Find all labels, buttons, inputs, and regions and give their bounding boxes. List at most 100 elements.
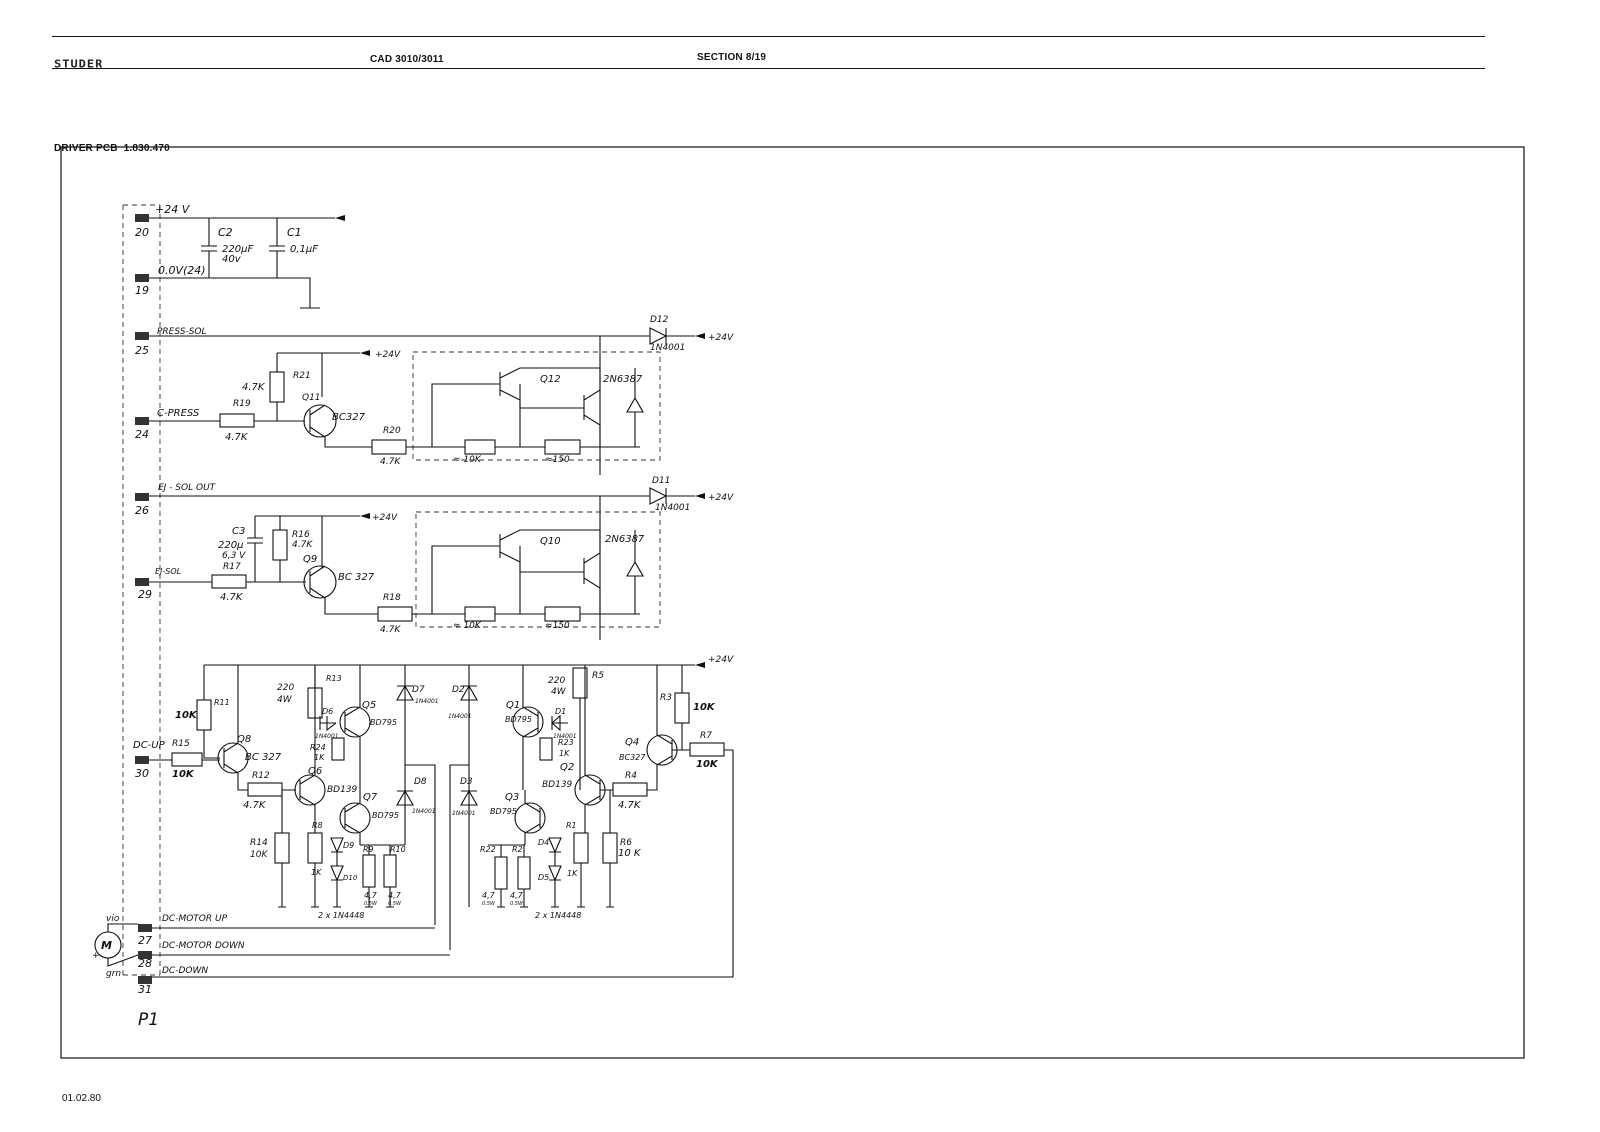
q7-part: BD795 xyxy=(372,811,399,820)
r5-value: 220 xyxy=(548,676,565,686)
r23-value: 1K xyxy=(559,749,570,758)
r7-ref: R7 xyxy=(700,731,712,741)
q11-part: BC327 xyxy=(332,412,366,423)
resistor-r14 xyxy=(274,832,290,864)
r4-value: 4.7K xyxy=(618,800,642,811)
r1-value: 1K xyxy=(567,869,578,878)
transistor-q11 xyxy=(303,404,337,438)
r8-ref: R8 xyxy=(312,821,323,830)
section-number: SECTION 8/19 xyxy=(697,52,767,63)
ej-sol-line xyxy=(149,560,306,583)
q12-internal-r2 xyxy=(544,439,581,455)
footer-date: 01.02.80 xyxy=(62,1093,101,1104)
pin-27 xyxy=(138,924,152,932)
pin-19 xyxy=(135,274,149,282)
d2-ref: D2 xyxy=(452,685,465,695)
q3-part: BD795 xyxy=(490,807,517,816)
d1-part: 1N4001 xyxy=(553,733,577,740)
r7-value: 10K xyxy=(696,759,719,770)
pin-28-num: 28 xyxy=(138,957,152,970)
d1-ref: D1 xyxy=(555,707,566,716)
q9-part: BC 327 xyxy=(338,572,375,583)
board-title: DRIVER PCB 1.830.470 xyxy=(54,143,170,154)
diodes-d9-d10 xyxy=(330,837,344,907)
d9-d10-part: 2 x 1N4448 xyxy=(318,911,364,920)
r23-ref: R23 xyxy=(558,738,574,747)
label-0v: 0.0V(24) xyxy=(158,264,206,277)
r18-value: 4.7K xyxy=(380,625,401,635)
motor-wire-bottom: grn xyxy=(106,969,121,979)
r22-power: 0.5W xyxy=(482,901,496,907)
pin-29-num: 29 xyxy=(138,588,152,601)
press-sol-line xyxy=(149,335,650,475)
resistor-r9 xyxy=(362,854,376,888)
header-bottom-rule xyxy=(52,68,1485,70)
q5-ref: Q5 xyxy=(362,700,376,711)
r16-ref: R16 xyxy=(292,530,310,540)
q8-ref: Q8 xyxy=(237,734,251,745)
r21-ref: R21 xyxy=(293,371,311,381)
connector-pins: 20 19 25 24 26 29 30 27 28 31 xyxy=(135,214,152,996)
svg-text:M: M xyxy=(101,939,112,952)
resistor-r12 xyxy=(247,782,283,797)
q4-part: BC327 xyxy=(619,753,646,762)
q8-part: BC 327 xyxy=(245,752,282,763)
c3-value: 220µ xyxy=(218,540,243,551)
r19-ref: R19 xyxy=(233,399,251,409)
c2-value: 220µF xyxy=(222,244,253,255)
c-press-line xyxy=(149,402,305,422)
resistor-r16 xyxy=(272,529,288,561)
doc-number: CAD 3010/3011 xyxy=(370,54,444,65)
d2-part: 1N4001 xyxy=(448,713,472,720)
diode-d3 xyxy=(460,789,478,806)
r12-value: 4.7K xyxy=(243,800,267,811)
r10-ref: R10 xyxy=(390,845,406,854)
r11-value: 10K xyxy=(175,710,198,721)
pin-28 xyxy=(138,951,152,959)
r4-ref: R4 xyxy=(625,771,637,781)
pin-31 xyxy=(138,976,152,984)
pin-31-num: 31 xyxy=(138,983,152,996)
r8-value: 1K xyxy=(311,868,322,877)
r12-ref: R12 xyxy=(252,771,270,781)
press-bias-rail xyxy=(276,352,360,397)
r13-power: 4W xyxy=(277,695,293,705)
r20-ref: R20 xyxy=(383,426,401,436)
transistor-q6 xyxy=(294,774,326,806)
diode-d7 xyxy=(396,684,414,701)
d11-part: 1N4001 xyxy=(655,503,690,513)
label-dc-down: DC-DOWN xyxy=(162,966,208,976)
brand-logo: STUDER xyxy=(54,58,104,70)
diode-d12 xyxy=(649,327,695,345)
r13-value: 220 xyxy=(277,683,294,693)
d8-ref: D8 xyxy=(414,777,427,787)
q10-internal-r1 xyxy=(464,606,496,622)
r24-ref: R24 xyxy=(310,743,326,752)
q6-ref: Q6 xyxy=(308,766,322,777)
r2-value: 4,7 xyxy=(510,891,524,900)
connector-outline xyxy=(122,204,161,976)
ej-sol-out-line xyxy=(149,495,650,640)
r21-value: 4.7K xyxy=(242,382,266,393)
pin-30 xyxy=(135,756,149,764)
label-c-press: C-PRESS xyxy=(157,408,200,419)
resistor-r8 xyxy=(307,832,323,864)
svg-text:+24V: +24V xyxy=(708,493,734,503)
pin-19-num: 19 xyxy=(135,284,149,297)
ground-rail xyxy=(149,277,320,309)
q12-package xyxy=(412,351,661,461)
svg-text:≈150: ≈150 xyxy=(545,621,570,631)
q10-darlington xyxy=(499,529,644,614)
c3-voltage: 6,3 V xyxy=(222,551,246,561)
d12-ref: D12 xyxy=(650,315,669,325)
q12-internal-r1 xyxy=(464,439,496,455)
diode-d6 xyxy=(319,716,337,732)
q9-ref: Q9 xyxy=(303,554,317,565)
r22-value: 4,7 xyxy=(482,891,496,900)
resistor-r24 xyxy=(331,737,345,761)
label-dc-up: DC-UP xyxy=(133,740,166,751)
c1-value: 0,1µF xyxy=(290,244,318,255)
d7-part: 1N4001 xyxy=(415,698,439,705)
label-dc-motor-down: DC-MOTOR DOWN xyxy=(162,941,245,951)
